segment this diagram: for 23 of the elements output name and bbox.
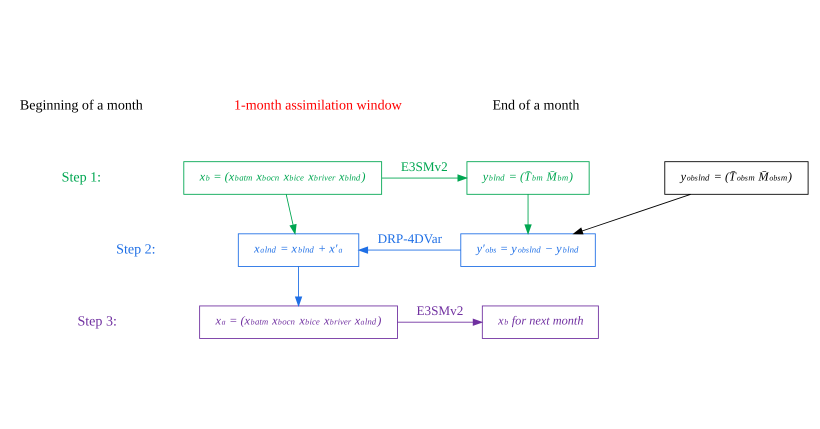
arrow xyxy=(524,194,532,235)
edge-label: E3SMv2 xyxy=(416,303,464,318)
arrow xyxy=(397,318,484,326)
label: Beginning of a month xyxy=(20,98,143,114)
node-box: xa = (xbatm xbocn xbice xbriver xalnd) xyxy=(199,306,398,339)
label: Step 2: xyxy=(116,241,156,258)
arrow xyxy=(286,194,297,235)
node-box: xb = (xbatm xbocn xbice xbriver xblnd) xyxy=(183,161,382,195)
arrow xyxy=(294,266,302,308)
node-box: y′obs = yobslnd − yblnd xyxy=(460,233,596,267)
node-box: yblnd = (T̄bm M̄bm) xyxy=(466,161,590,195)
arrow xyxy=(572,194,692,234)
node-box: xb for next month xyxy=(482,306,599,339)
arrow xyxy=(381,174,468,182)
node-box: yobslnd = (T̄obsm M̄obsm) xyxy=(664,161,809,195)
label: Step 1: xyxy=(62,169,102,186)
label: 1-month assimilation window xyxy=(234,98,402,114)
label: End of a month xyxy=(492,98,580,114)
arrow xyxy=(358,246,461,254)
label: Step 3: xyxy=(77,314,117,330)
node-box: xalnd = xblnd + x′a xyxy=(238,233,360,267)
edge-label: DRP-4DVar xyxy=(378,231,442,246)
edge-label: E3SMv2 xyxy=(400,158,448,174)
